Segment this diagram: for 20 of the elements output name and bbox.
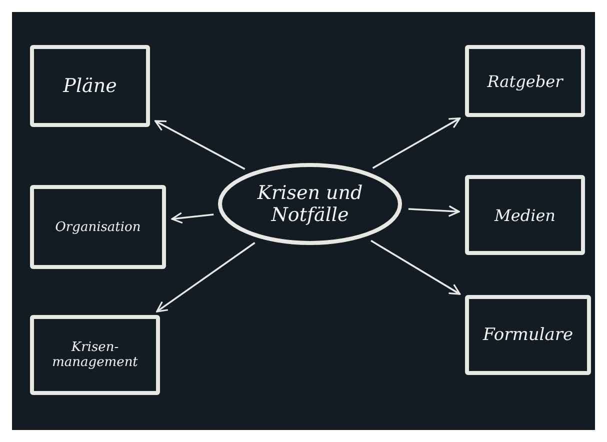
arrow	[370, 240, 461, 295]
topic-box	[30, 315, 160, 395]
topic-box	[465, 175, 585, 255]
node-label: Pläne	[62, 75, 118, 97]
arrow	[408, 205, 460, 217]
arrow	[156, 242, 256, 312]
topic-box	[465, 45, 585, 117]
arrow	[372, 118, 461, 169]
arrow	[154, 120, 246, 170]
node-label: Krisen und Notfälle	[256, 182, 364, 226]
topic-box	[30, 45, 150, 127]
node-label: Krisen- management	[51, 340, 139, 370]
topic-box	[30, 185, 166, 269]
node-label: Formulare	[482, 325, 574, 345]
topic-ellipse	[217, 162, 403, 246]
arrow	[171, 212, 214, 224]
topic-box	[465, 295, 591, 375]
node-label: Ratgeber	[486, 72, 564, 90]
node-label: Medien	[493, 206, 556, 224]
node-label: Organisation	[54, 220, 142, 234]
